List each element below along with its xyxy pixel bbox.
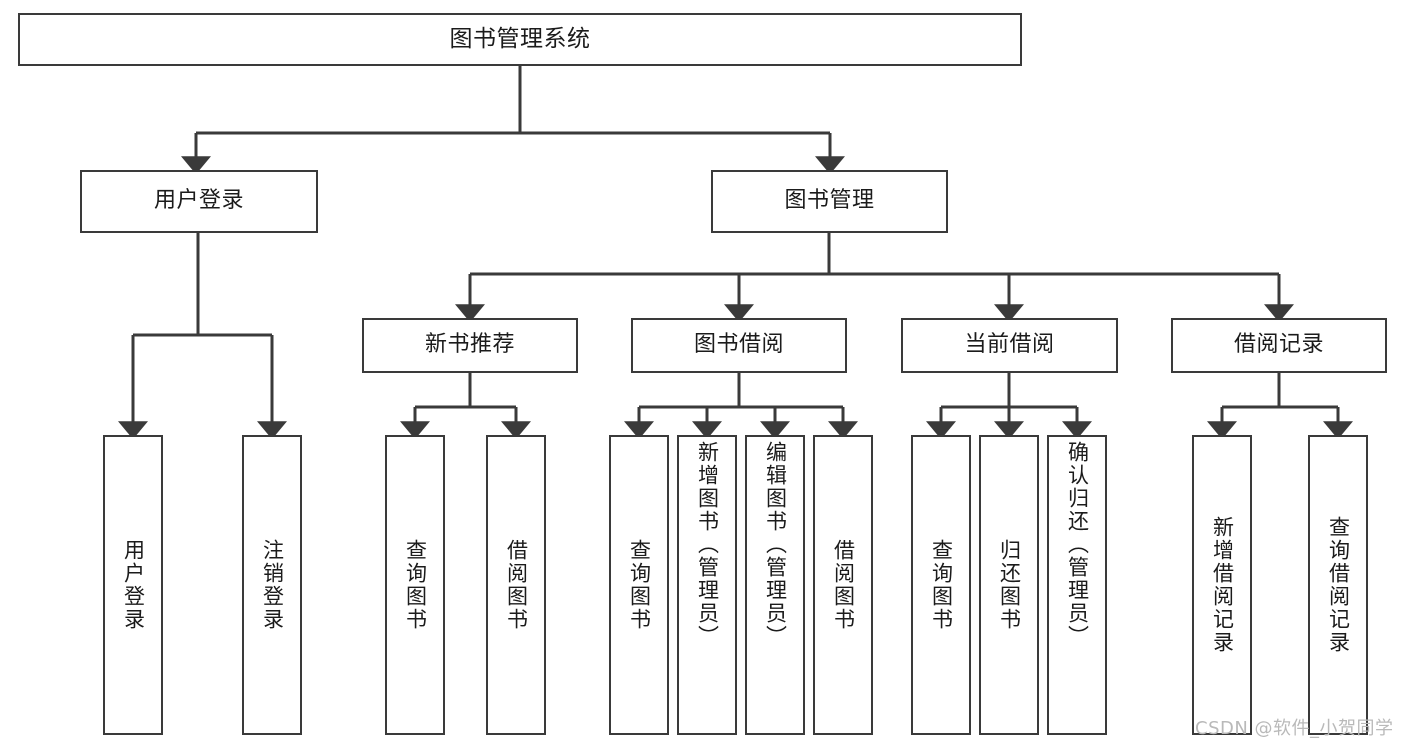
node-leaf-borrow-book-1-label: 借阅图书: [504, 539, 529, 631]
node-leaf-query-book-3-label: 查询图书: [929, 539, 954, 631]
node-leaf-edit-book-label: 编辑图书（管理员）: [763, 441, 788, 648]
node-leaf-query-book-2[interactable]: 查询图书: [609, 435, 669, 735]
node-leaf-query-book-1-label: 查询图书: [403, 539, 428, 631]
node-leaf-confirm-return[interactable]: 确认归还（管理员）: [1047, 435, 1107, 735]
node-leaf-query-book-2-label: 查询图书: [627, 539, 652, 631]
node-user-login[interactable]: 用户登录: [80, 170, 318, 233]
node-user-login-label: 用户登录: [153, 188, 244, 214]
node-leaf-edit-book[interactable]: 编辑图书（管理员）: [745, 435, 805, 735]
node-leaf-add-book[interactable]: 新增图书（管理员）: [677, 435, 737, 735]
node-book-manage-label: 图书管理: [784, 188, 875, 214]
node-borrow-record-label: 借阅记录: [1233, 332, 1324, 358]
node-leaf-logout-login[interactable]: 注销登录: [242, 435, 302, 735]
node-leaf-confirm-return-label: 确认归还（管理员）: [1065, 441, 1090, 648]
node-book-borrow-label: 图书借阅: [693, 332, 784, 358]
node-leaf-add-record[interactable]: 新增借阅记录: [1192, 435, 1252, 735]
node-book-borrow[interactable]: 图书借阅: [631, 318, 847, 373]
node-new-book-recommend-label: 新书推荐: [424, 332, 515, 358]
node-current-borrow-label: 当前借阅: [964, 332, 1055, 358]
node-leaf-borrow-book-2-label: 借阅图书: [831, 539, 856, 631]
node-root-label: 图书管理系统: [449, 25, 591, 52]
node-leaf-add-record-label: 新增借阅记录: [1210, 516, 1235, 654]
node-leaf-logout-login-label: 注销登录: [260, 539, 285, 631]
node-leaf-return-book-label: 归还图书: [997, 539, 1022, 631]
node-leaf-query-record-label: 查询借阅记录: [1326, 516, 1351, 654]
node-book-manage[interactable]: 图书管理: [711, 170, 948, 233]
node-leaf-query-record[interactable]: 查询借阅记录: [1308, 435, 1368, 735]
node-leaf-user-login-label: 用户登录: [121, 539, 146, 631]
node-leaf-query-book-3[interactable]: 查询图书: [911, 435, 971, 735]
node-current-borrow[interactable]: 当前借阅: [901, 318, 1118, 373]
node-leaf-return-book[interactable]: 归还图书: [979, 435, 1039, 735]
node-leaf-borrow-book-2[interactable]: 借阅图书: [813, 435, 873, 735]
csdn-watermark: CSDN @软件_小贺同学: [1195, 718, 1394, 739]
node-new-book-recommend[interactable]: 新书推荐: [362, 318, 578, 373]
node-leaf-user-login[interactable]: 用户登录: [103, 435, 163, 735]
node-leaf-borrow-book-1[interactable]: 借阅图书: [486, 435, 546, 735]
node-borrow-record[interactable]: 借阅记录: [1171, 318, 1387, 373]
node-leaf-query-book-1[interactable]: 查询图书: [385, 435, 445, 735]
node-root[interactable]: 图书管理系统: [18, 13, 1022, 66]
node-leaf-add-book-label: 新增图书（管理员）: [695, 441, 720, 648]
